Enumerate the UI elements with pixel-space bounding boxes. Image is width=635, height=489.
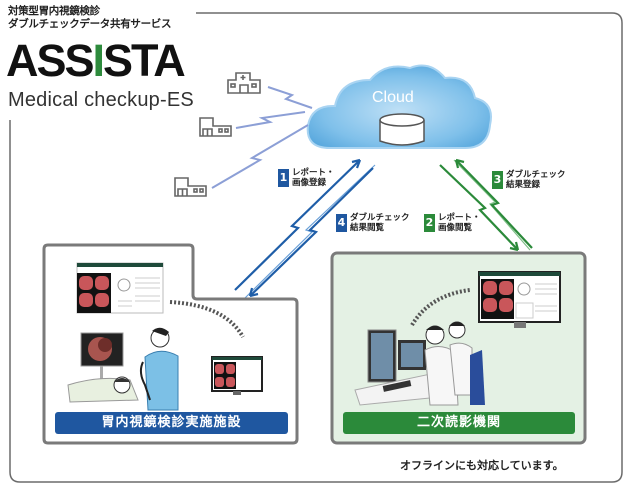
download-arrow-green <box>439 158 533 252</box>
panel-label-secondary-reading: 二次読影機関 <box>343 412 575 434</box>
step-4-label: 4 ダブルチェック結果閲覧 <box>336 213 410 233</box>
step-2-line1: レポート・ <box>438 213 481 223</box>
report-screen-icon <box>76 262 164 314</box>
step-1-line2: 画像登録 <box>292 178 327 188</box>
wireless-link <box>211 86 313 189</box>
endoscope-monitor <box>80 332 124 386</box>
database-icon <box>379 113 425 146</box>
step-4-line2: 結果閲覧 <box>350 223 385 233</box>
logo-figure-icon: I <box>92 35 105 86</box>
cloud-shape <box>306 64 492 149</box>
step-3-line1: ダブルチェック <box>506 170 566 180</box>
report-monitor-left <box>211 356 263 395</box>
step-4-badge: 4 <box>336 214 347 232</box>
hospital-icon <box>227 72 261 94</box>
logo-text-1: ASS <box>6 35 95 86</box>
logo-text-2: STA <box>103 35 186 86</box>
panel-label-screening-facility: 胃内視鏡検診実施施設 <box>55 412 288 434</box>
cloud-label: Cloud <box>372 89 414 106</box>
step-2-line2: 画像閲覧 <box>438 223 473 233</box>
step-4-line1: ダブルチェック <box>350 213 410 223</box>
step-3-line2: 結果登録 <box>506 180 541 190</box>
product-subtitle: Medical checkup-ES <box>8 89 194 111</box>
building-icon <box>174 177 207 197</box>
tagline-line2: ダブルチェックデータ共有サービス <box>8 18 172 30</box>
offline-support-note: オフラインにも対応しています。 <box>400 459 564 472</box>
tagline-line1: 対策型胃内視鏡検診 <box>8 5 100 17</box>
step-1-label: 1 レポート・画像登録 <box>278 168 335 188</box>
report-monitor-right <box>478 271 561 328</box>
step-1-line1: レポート・ <box>292 168 335 178</box>
upload-arrow-blue <box>234 158 376 299</box>
service-tagline: 対策型胃内視鏡検診 ダブルチェックデータ共有サービス <box>8 5 172 31</box>
building-icon <box>199 117 232 137</box>
step-3-label: 3 ダブルチェック結果登録 <box>492 170 566 190</box>
step-3-badge: 3 <box>492 171 503 189</box>
data-transfer-arc <box>410 288 471 327</box>
step-2-label: 2 レポート・画像閲覧 <box>424 213 481 233</box>
patient-illustration <box>67 376 139 403</box>
assista-logo: ASSISTA <box>6 35 186 86</box>
step-1-badge: 1 <box>278 169 289 187</box>
data-transfer-arc <box>169 300 245 339</box>
step-2-badge: 2 <box>424 214 435 232</box>
radiologist-workstation <box>354 321 485 406</box>
doctor-illustration <box>139 327 179 411</box>
